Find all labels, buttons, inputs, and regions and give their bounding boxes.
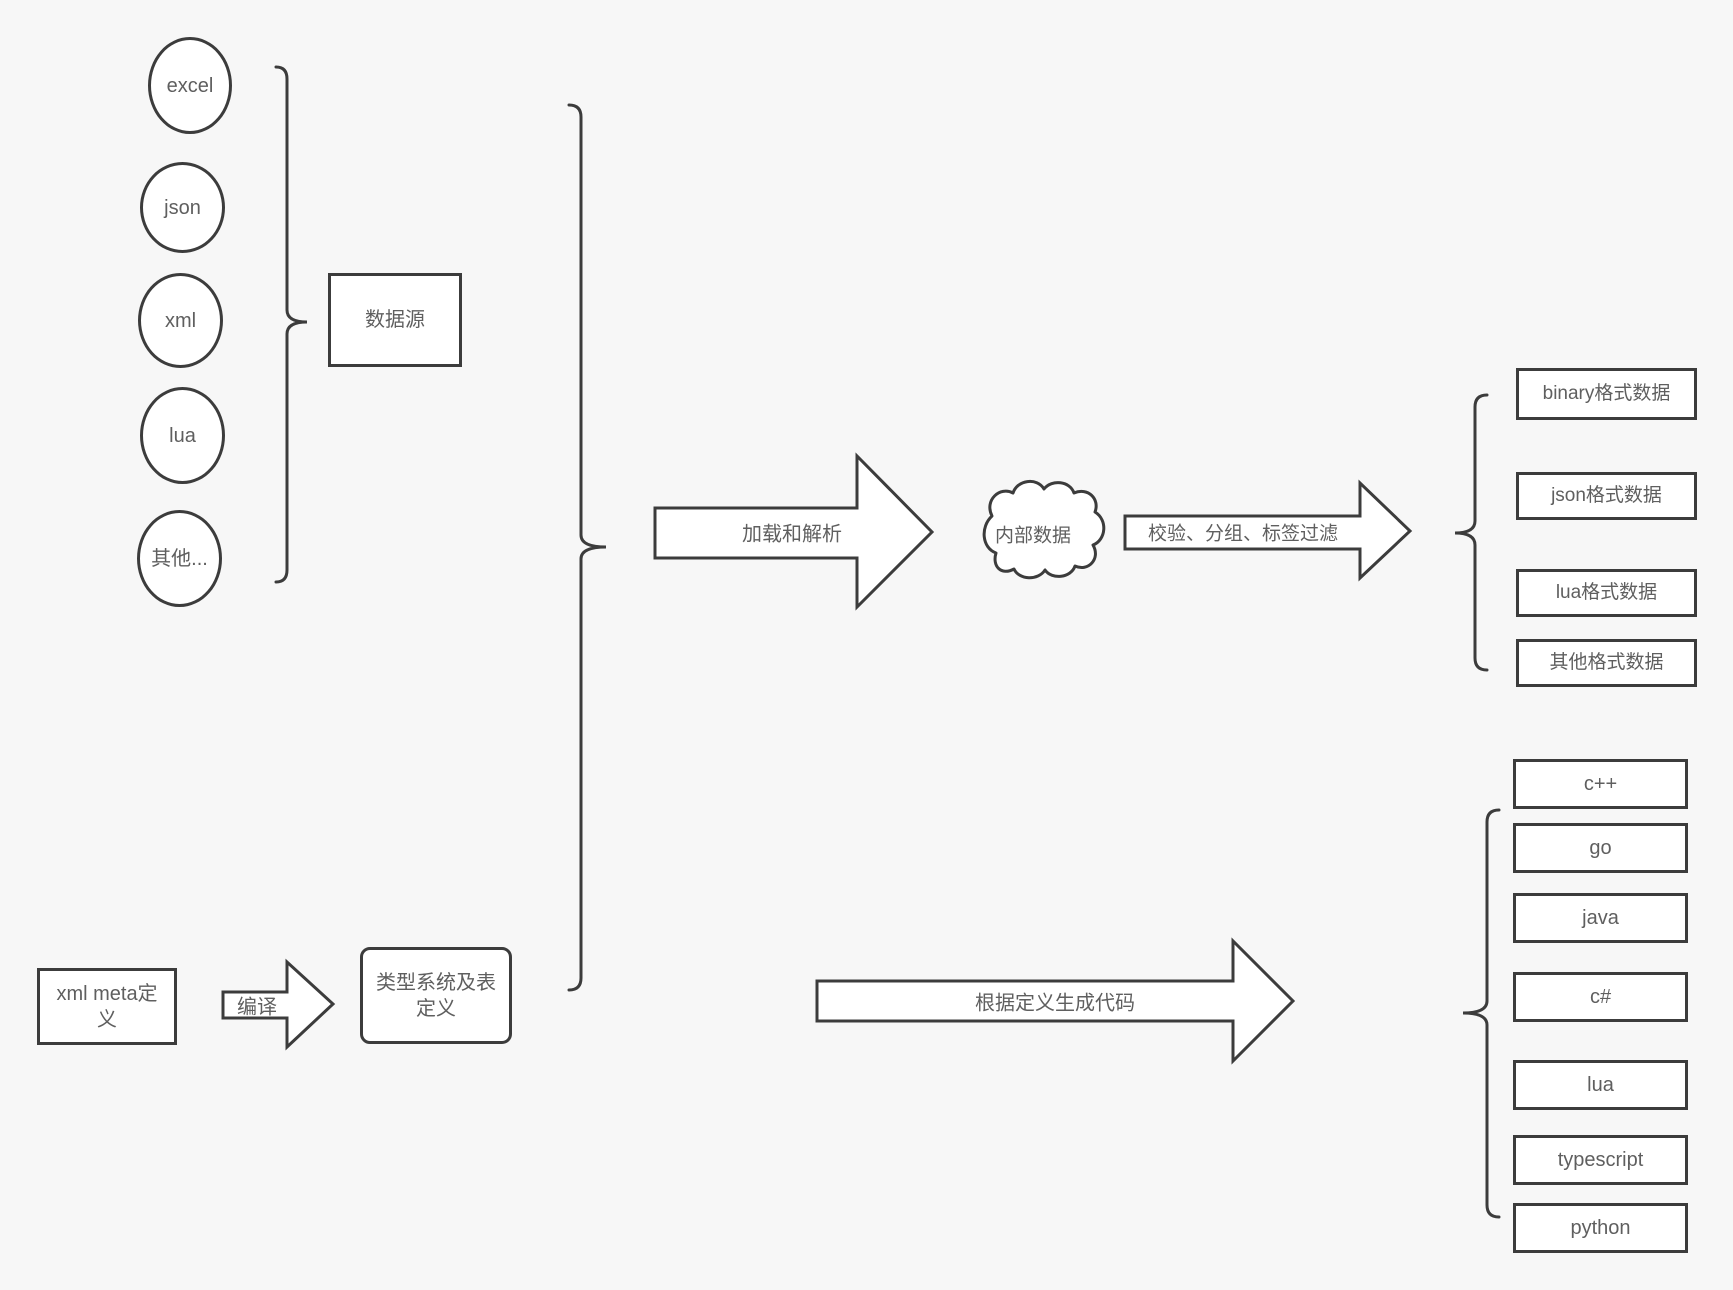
language-box-go: go	[1513, 823, 1688, 873]
compile-arrow	[221, 958, 336, 1051]
format-box-json: json格式数据	[1516, 472, 1697, 520]
xml-meta-box: xml meta定义	[37, 968, 177, 1045]
format-box-other: 其他格式数据	[1516, 639, 1697, 687]
format-box-lua: lua格式数据	[1516, 569, 1697, 617]
internal-data-cloud	[982, 480, 1106, 580]
language-box-python: python	[1513, 1203, 1688, 1253]
source-ellipse-json: json	[140, 162, 225, 253]
filter-arrow	[1123, 479, 1413, 582]
sources-brace	[274, 65, 308, 584]
language-box-cpp: c++	[1513, 759, 1688, 809]
codegen-arrow	[815, 937, 1296, 1065]
compile-arrow-label: 编译	[237, 996, 277, 1019]
format-box-binary: binary格式数据	[1516, 368, 1697, 420]
source-ellipse-lua: lua	[140, 387, 225, 484]
internal-data-label: 内部数据	[994, 525, 1072, 547]
source-ellipse-other: 其他...	[137, 510, 222, 607]
language-box-csharp: c#	[1513, 972, 1688, 1022]
load-parse-arrow	[653, 452, 935, 611]
language-box-typescript: typescript	[1513, 1135, 1688, 1185]
source-ellipse-excel: excel	[148, 37, 232, 134]
type-system-box: 类型系统及表定义	[360, 947, 512, 1044]
data-source-box: 数据源	[328, 273, 462, 367]
language-box-lua: lua	[1513, 1060, 1688, 1110]
main-brace	[567, 103, 607, 992]
source-ellipse-xml: xml	[138, 273, 223, 368]
load-parse-arrow-label: 加载和解析	[742, 523, 842, 546]
formats-brace	[1454, 393, 1489, 672]
language-box-java: java	[1513, 893, 1688, 943]
languages-brace	[1462, 808, 1501, 1219]
filter-arrow-label: 校验、分组、标签过滤	[1147, 523, 1339, 545]
codegen-arrow-label: 根据定义生成代码	[975, 992, 1135, 1015]
